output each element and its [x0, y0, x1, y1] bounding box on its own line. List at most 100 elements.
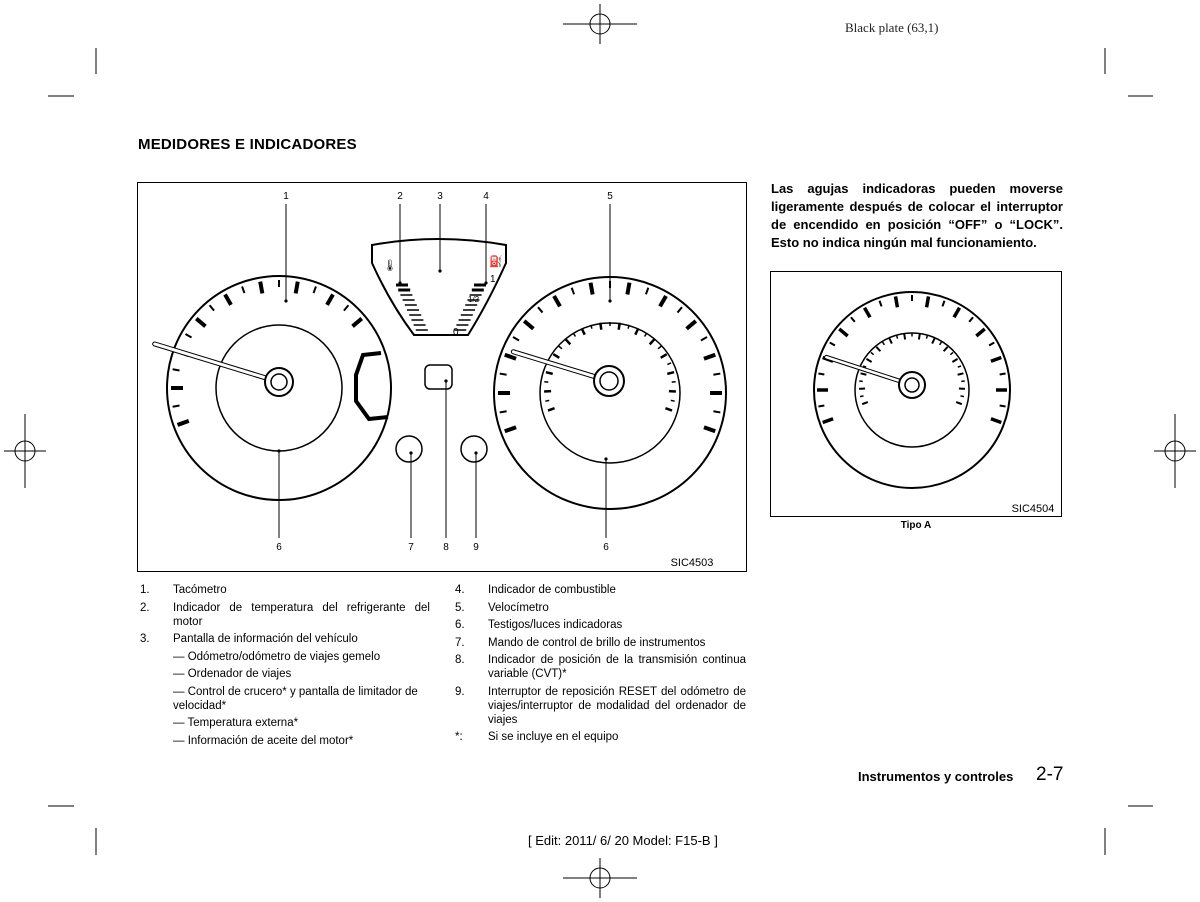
legend-item: *:Si se incluye en el equipo — [455, 730, 746, 744]
legend-item: 9.Interruptor de reposición RESET del od… — [455, 685, 746, 727]
gauge-tick — [862, 306, 872, 319]
legend-num: 6. — [455, 619, 465, 631]
legend-num: *: — [455, 731, 463, 743]
gauge-tick — [644, 287, 650, 295]
gauge-tick — [924, 296, 931, 308]
gauge-tick — [665, 407, 673, 412]
gauge-tick — [625, 282, 632, 295]
gauge-tick — [676, 306, 683, 314]
gauge-tick — [499, 372, 507, 376]
gauge-tick — [572, 332, 577, 337]
gauge-tick — [850, 316, 856, 323]
callout-dot — [277, 449, 281, 453]
callout-label: 5 — [607, 191, 613, 202]
gauge-tick — [666, 370, 675, 376]
gauge-tick — [990, 355, 1002, 363]
tachometer-redzone-bracket — [354, 351, 389, 422]
figure-code: SIC4503 — [671, 557, 714, 569]
gauge-tick — [931, 337, 936, 344]
gauge-tick — [818, 404, 825, 408]
legend-num: 9. — [455, 685, 465, 698]
speedometer-type-a-figure: SIC4504 — [770, 271, 1062, 517]
gauge-tick — [865, 358, 873, 363]
brightness-knob — [395, 435, 423, 463]
gauge-tick — [860, 372, 867, 376]
speedometer-hub — [593, 365, 625, 397]
footer-section-label: Instrumentos y controles — [858, 769, 1014, 784]
legend-num: 1. — [140, 584, 150, 596]
gauge-tick — [685, 319, 698, 331]
gauge-tick — [512, 336, 520, 342]
callout-dot — [608, 299, 612, 303]
gauge-tick — [588, 282, 595, 295]
legend-item: 4.Indicador de combustible — [455, 583, 746, 597]
gauge-tick — [957, 365, 962, 368]
legend-subitem: — Odómetro/odómetro de viajes gemelo — [173, 650, 381, 663]
legend-subitem: — Temperatura externa* — [173, 717, 299, 729]
plate-label: Black plate (63,1) — [845, 20, 939, 35]
gauge-tick — [667, 362, 672, 366]
gauge-tick — [862, 365, 867, 368]
legend-text: Velocímetro — [488, 601, 549, 614]
info-display-frame — [371, 238, 507, 336]
temperature-icon: 🌡 — [383, 259, 397, 272]
legend-subitem: — Control de crucero* y pantalla de limi… — [173, 685, 418, 712]
gauge-tick — [703, 425, 716, 434]
gauge-tick — [580, 327, 586, 336]
speedometer-hub-center — [599, 371, 619, 391]
callout-dot — [474, 451, 478, 455]
side-figure-code: SIC4504 — [1012, 503, 1055, 515]
legend-num: 8. — [455, 654, 465, 666]
gauge-tick — [312, 286, 317, 294]
gauge-tick — [504, 425, 517, 434]
gauge-tick — [990, 417, 1002, 425]
gauge-tick — [545, 370, 554, 376]
gauge-tick — [658, 295, 668, 308]
gauge-tick — [564, 338, 572, 346]
fuel-half-mark: 1/2 — [468, 295, 480, 304]
gauge-tick — [552, 295, 562, 308]
callout-label: 6 — [603, 542, 609, 553]
callout-label: 8 — [443, 542, 449, 553]
gauge-tick — [700, 336, 708, 342]
side-speedometer-outer-ring — [813, 291, 1011, 489]
gauge-tick — [999, 372, 1006, 376]
gauge-tick — [952, 306, 962, 319]
side-speedometer-hub-center — [904, 377, 920, 393]
gauge-tick — [875, 346, 882, 352]
legend-item: 3. Pantalla de información del vehículo — [140, 632, 430, 646]
callout-dot — [438, 269, 442, 273]
callout-dot — [409, 451, 413, 455]
gauge-tick — [713, 372, 721, 376]
callout-label: 1 — [283, 191, 289, 202]
legend-text: Indicador de posición de la transmisión … — [488, 654, 746, 680]
tachometer-hub — [264, 367, 294, 397]
gauge-tick — [942, 346, 949, 352]
cvt-indicator — [424, 364, 453, 390]
gauge-tick — [194, 317, 207, 328]
gauge-tick — [241, 286, 246, 294]
fuel-pump-icon: ⛽ — [489, 255, 503, 268]
legend-item: 7.Mando de control de brillo de instrume… — [455, 636, 746, 650]
gauge-tick — [903, 333, 907, 340]
gauge-tick — [957, 372, 964, 376]
gauge-tick — [634, 327, 640, 336]
gauge-tick — [888, 337, 893, 344]
legend-item: 1. Tacómetro — [140, 583, 430, 597]
legend-num: 4. — [455, 584, 465, 596]
gauge-tick — [537, 306, 544, 314]
gauge-tick — [208, 304, 215, 312]
gauge-tick — [172, 404, 180, 408]
callout-dot — [444, 379, 448, 383]
gauge-tick — [822, 417, 834, 425]
gauge-tick — [870, 351, 875, 356]
callout-label: 7 — [408, 542, 414, 553]
gauge-tick — [829, 341, 836, 347]
gauge-tick — [552, 353, 560, 359]
page-number: 2-7 — [1036, 764, 1064, 785]
gauge-tick — [968, 316, 974, 323]
gauge-tick — [558, 345, 563, 350]
gauge-tick — [258, 281, 265, 294]
